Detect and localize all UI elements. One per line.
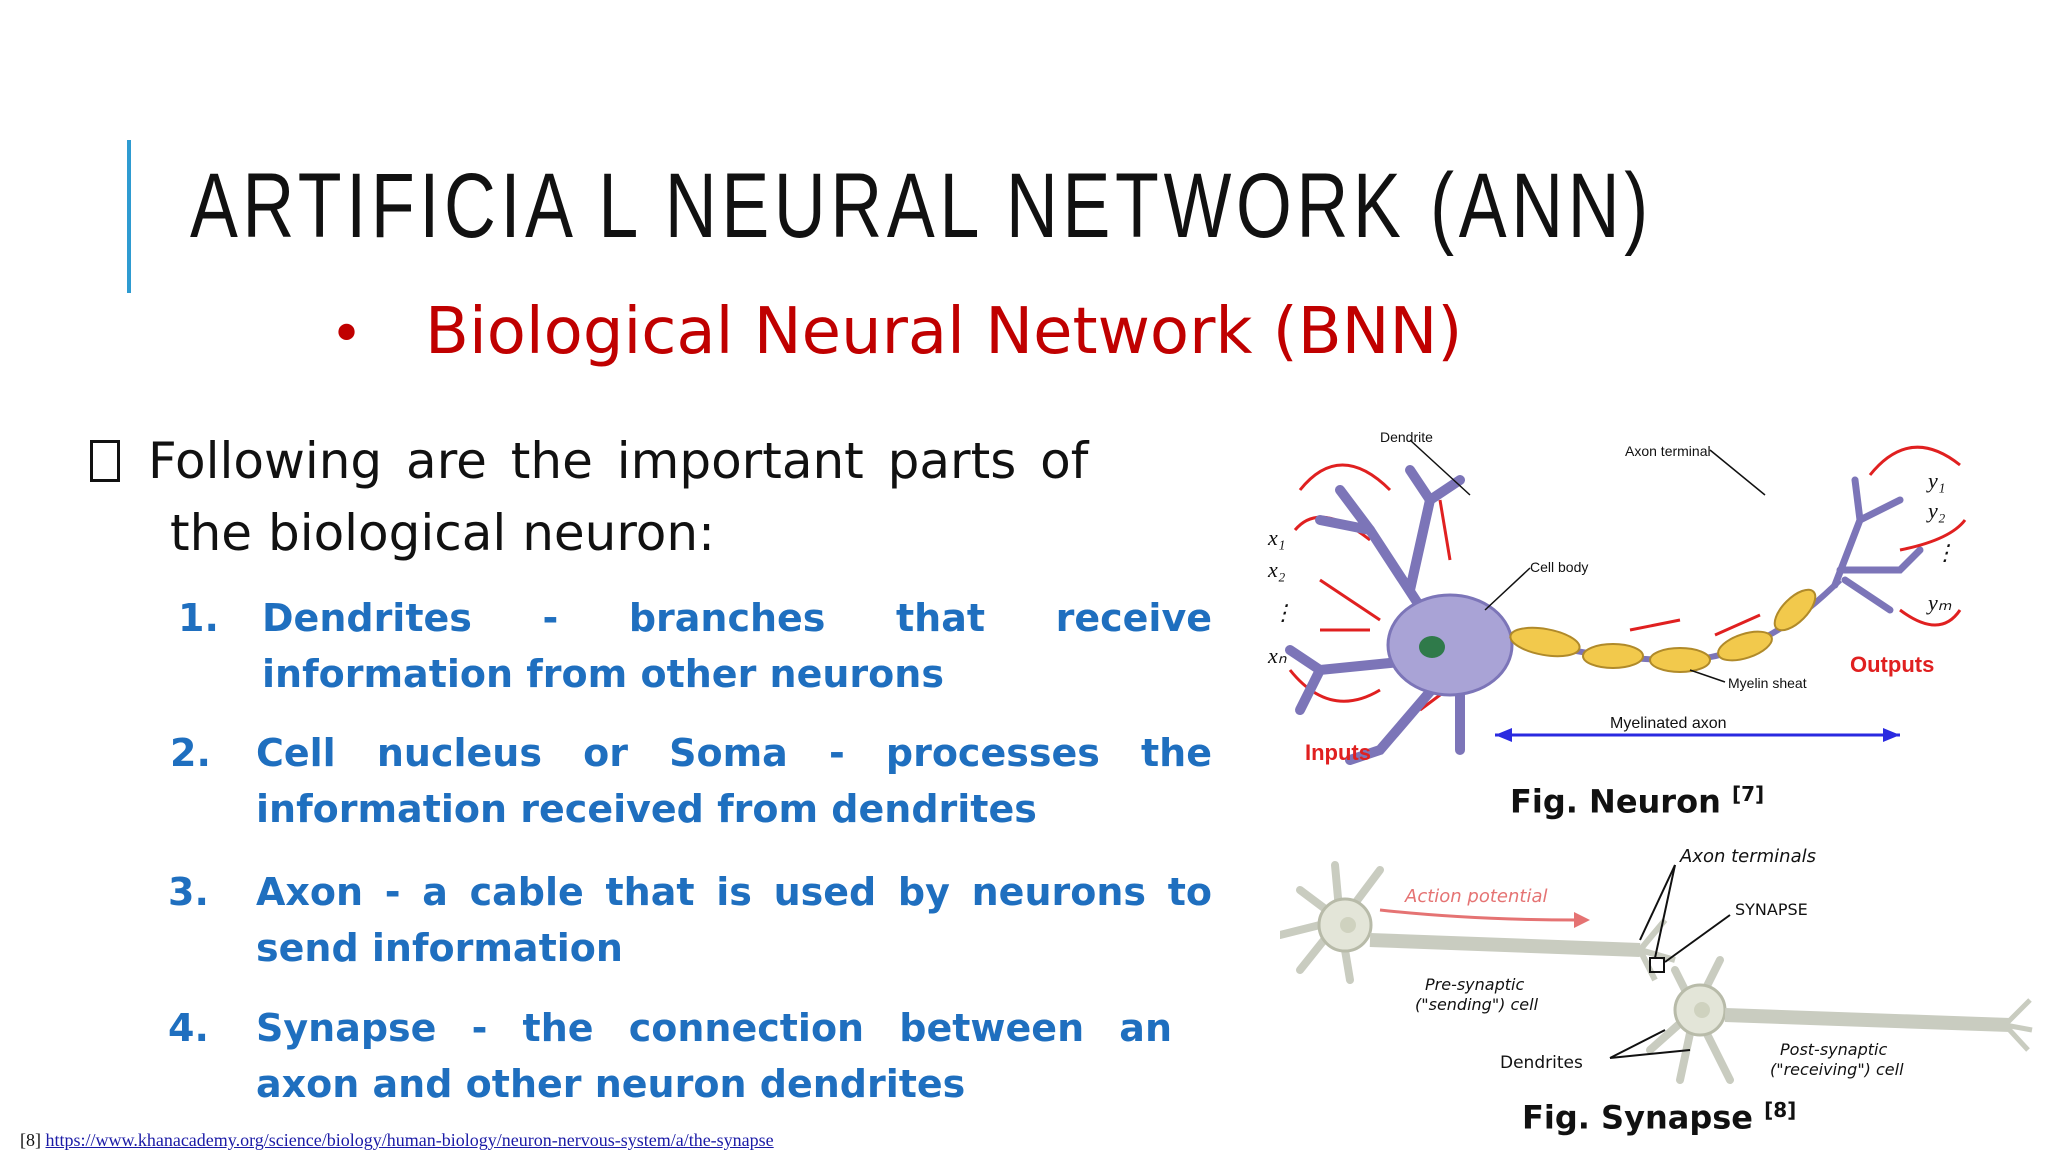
list-item-text: Cell nucleus or Soma - processes the inf… <box>256 731 1212 831</box>
synapse-pointers <box>1609 864 1731 1059</box>
output-arrows <box>1629 445 1967 637</box>
svg-text:y₁: y₁ <box>1926 468 1945 493</box>
footnote: [8] https://www.khanacademy.org/science/… <box>20 1130 774 1151</box>
label-dendrites: Dendrites <box>1500 1053 1583 1073</box>
list-item: 4. Synapse - the connection between an a… <box>168 1000 1178 1120</box>
svg-text:⋮: ⋮ <box>1934 540 1956 565</box>
post-synaptic-axon <box>1724 1008 2011 1032</box>
list-item-text: Synapse - the connection between an axon… <box>256 1006 1172 1106</box>
post-axon-terminals <box>2003 998 2033 1052</box>
input-variables: x₁ x₂ ⋮ xₙ <box>1267 525 1294 668</box>
label-pre-synaptic: Pre-synaptic <box>1425 975 1524 994</box>
action-potential-arrow <box>1379 908 1581 922</box>
synapse-caption: Fig. Synapse [8] <box>1522 1098 1797 1137</box>
label-axon-terminals: Axon terminals <box>1679 846 1816 867</box>
list-item-number: 1. <box>178 596 219 640</box>
title-accent-bar <box>127 140 131 293</box>
intro-paragraph: Following are the important parts of the… <box>80 425 1090 569</box>
label-post-synaptic: Post-synaptic <box>1780 1040 1887 1059</box>
intro-line-2: the biological neuron: <box>170 504 715 562</box>
list-item: 1. Dendrites - branches that receive inf… <box>178 590 1218 710</box>
svg-text:xₙ: xₙ <box>1267 643 1287 668</box>
label-axon-terminal: Axon terminal <box>1625 443 1711 459</box>
label-post-synaptic-sub: ("receiving") cell <box>1770 1060 1904 1079</box>
subtitle: Biological Neural Network (BNN) <box>425 295 1463 369</box>
label-cell-body: Cell body <box>1530 559 1588 575</box>
slide-title: ARTIFICIA L NEURAL NETWORK (ANN) <box>190 155 1653 257</box>
list-item-number: 2. <box>170 731 211 775</box>
footnote-link[interactable]: https://www.khanacademy.org/science/biol… <box>45 1130 774 1150</box>
checkbox-bullet-icon <box>90 440 120 482</box>
label-synapse: SYNAPSE <box>1735 900 1808 919</box>
cell-body <box>1386 593 1514 697</box>
myelin-sheath <box>1509 588 1817 673</box>
neuron-diagram: Dendrite Axon terminal Cell body Myelin … <box>1267 429 1967 765</box>
synapse-box <box>1649 957 1665 973</box>
svg-text:yₘ: yₘ <box>1926 590 1952 615</box>
label-inputs: Inputs <box>1305 740 1371 765</box>
pre-synaptic-axon <box>1369 933 1641 957</box>
label-action-potential: Action potential <box>1404 886 1547 907</box>
svg-text:y₂: y₂ <box>1926 498 1946 523</box>
arrowhead-right-icon <box>1883 728 1900 742</box>
label-pre-synaptic-sub: ("sending") cell <box>1415 995 1539 1014</box>
svg-text:x₂: x₂ <box>1267 557 1286 582</box>
axon-terminal-branches <box>1831 476 1924 614</box>
list-item-number: 3. <box>168 870 209 914</box>
list-item-text: Dendrites - branches that receive inform… <box>262 596 1212 696</box>
dendrites <box>1285 465 1465 765</box>
subtitle-row: •Biological Neural Network (BNN) <box>330 300 1462 364</box>
synapse-diagram: Axon terminals Action potential SYNAPSE … <box>1280 846 2033 1084</box>
synapse-caption-ref: [8] <box>1764 1098 1797 1122</box>
neuron-caption-ref: [7] <box>1731 782 1765 806</box>
list-item: 3. Axon - a cable that is used by neuron… <box>168 864 1218 984</box>
pre-synaptic-nucleus <box>1340 917 1356 933</box>
svg-text:x₁: x₁ <box>1267 525 1285 550</box>
label-pointers <box>1409 439 1766 683</box>
output-variables: y₁ y₂ ⋮ yₘ <box>1926 468 1956 615</box>
label-dendrite: Dendrite <box>1380 429 1433 445</box>
bullet-icon: • <box>330 302 364 367</box>
list-item-number: 4. <box>168 1006 209 1050</box>
label-myelinated-axon: Myelinated axon <box>1610 715 1727 732</box>
list-item-text: Axon - a cable that is used by neurons t… <box>256 870 1212 970</box>
nucleus <box>1419 636 1445 658</box>
label-myelin-sheat: Myelin sheat <box>1728 675 1807 691</box>
svg-text:⋮: ⋮ <box>1272 600 1294 625</box>
label-outputs: Outputs <box>1850 652 1934 677</box>
intro-line-1: Following are the important parts of <box>148 432 1089 490</box>
post-synaptic-nucleus <box>1694 1002 1710 1018</box>
list-item: 2. Cell nucleus or Soma - processes the … <box>170 725 1218 845</box>
arrowhead-left-icon <box>1495 728 1512 742</box>
neuron-caption: Fig. Neuron [7] <box>1510 782 1765 821</box>
footnote-ref: [8] <box>20 1130 41 1150</box>
arrowhead-icon <box>1574 912 1590 928</box>
